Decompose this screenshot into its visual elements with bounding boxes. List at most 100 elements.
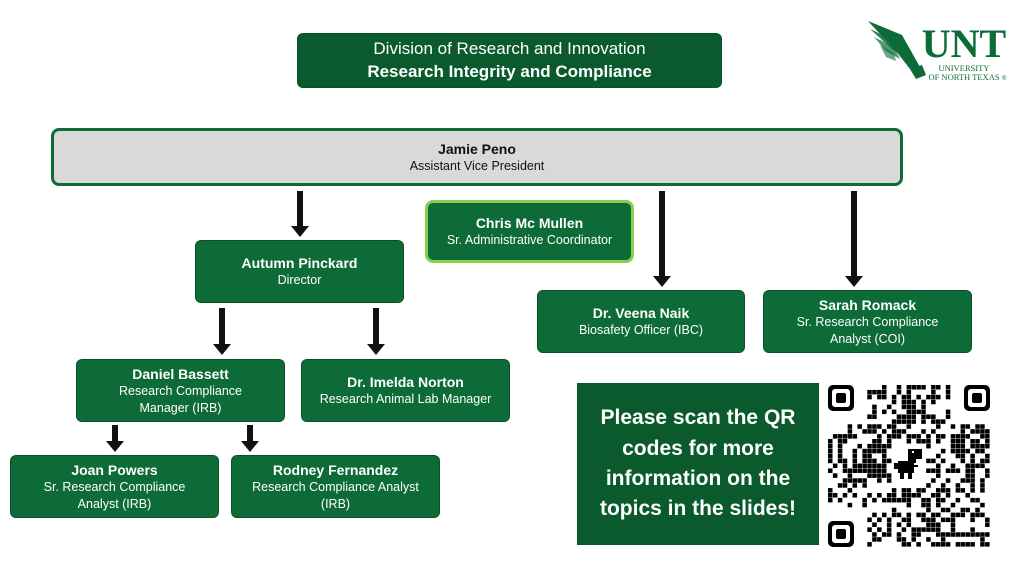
qr-module (852, 478, 858, 483)
qr-module (975, 429, 980, 434)
qr-module (960, 532, 966, 537)
qr-module (886, 473, 892, 478)
qr-module (882, 458, 887, 464)
qr-module (980, 458, 985, 464)
qr-module (901, 399, 907, 405)
qr-module (980, 424, 985, 429)
node-title-line2: Manager (IRB) (139, 400, 222, 415)
qr-module (867, 463, 872, 469)
qr-module (872, 424, 877, 429)
qr-module (940, 458, 946, 464)
qr-module (975, 532, 980, 537)
qr-finder-bottom-left (828, 521, 854, 547)
qr-module (921, 502, 926, 508)
qr-module (926, 537, 931, 542)
qr-module (921, 414, 926, 419)
node-assistant-vice-president: Jamie Peno Assistant Vice President (51, 128, 903, 186)
qr-module (906, 502, 912, 508)
qr-module (965, 507, 970, 513)
qr-module (970, 468, 975, 473)
qr-module (867, 473, 872, 478)
qr-module (931, 517, 936, 523)
qr-module (867, 468, 872, 473)
arrow-to-irb-manager (213, 308, 231, 355)
qr-module (837, 443, 843, 449)
qr-module (891, 394, 897, 400)
qr-module (867, 448, 872, 454)
qr-module (891, 497, 897, 503)
qr-module (975, 443, 980, 449)
qr-module (916, 512, 921, 518)
qr-module (950, 468, 956, 473)
qr-module (936, 394, 941, 400)
qr-module (955, 497, 961, 503)
qr-module (872, 537, 877, 542)
qr-module (945, 409, 951, 415)
qr-module (926, 443, 931, 449)
qr-module (877, 424, 882, 429)
qr-module (940, 483, 946, 488)
qr-module (921, 497, 926, 503)
qr-module (980, 532, 985, 537)
qr-module (911, 399, 916, 405)
qr-message-line: Please scan the QR (600, 406, 796, 430)
node-name: Autumn Pinckard (241, 255, 358, 272)
qr-module (906, 542, 912, 547)
qr-module (872, 532, 877, 537)
qr-module (936, 542, 941, 547)
qr-module (852, 448, 858, 454)
qr-module (970, 473, 975, 478)
qr-module (842, 434, 848, 439)
qr-module (828, 439, 833, 444)
qr-module (945, 478, 951, 483)
qr-module (896, 532, 902, 537)
qr-module (936, 512, 941, 518)
qr-module (921, 488, 926, 493)
qr-module (901, 414, 907, 419)
node-irb-manager: Daniel Bassett Research Compliance Manag… (76, 359, 285, 422)
qr-module (955, 453, 961, 459)
qr-module (847, 502, 853, 508)
qr-module (896, 497, 902, 503)
qr-module (906, 399, 912, 405)
qr-module (970, 478, 975, 483)
qr-module (950, 512, 956, 518)
qr-module (862, 483, 867, 488)
qr-module (970, 483, 975, 488)
qr-module (921, 527, 926, 532)
qr-module (877, 439, 882, 444)
qr-module (832, 463, 838, 469)
qr-module (921, 439, 926, 444)
qr-module (926, 468, 931, 473)
qr-module (906, 493, 912, 498)
qr-module (936, 424, 941, 429)
qr-module (926, 458, 931, 464)
qr-module (886, 439, 892, 444)
qr-module (847, 488, 853, 493)
qr-module (921, 404, 926, 410)
qr-module (960, 488, 966, 493)
qr-module (960, 424, 966, 429)
qr-module (877, 473, 882, 478)
node-director: Autumn Pinckard Director (195, 240, 404, 303)
qr-module (891, 409, 897, 415)
qr-module (901, 429, 907, 434)
qr-module (960, 434, 966, 439)
qr-module (916, 434, 921, 439)
qr-module (975, 507, 980, 513)
node-coi-analyst: Sarah Romack Sr. Research Compliance Ana… (763, 290, 972, 353)
qr-module (867, 424, 872, 429)
qr-module (955, 512, 961, 518)
qr-module (882, 463, 887, 469)
node-title: Sr. Administrative Coordinator (446, 233, 613, 248)
qr-code[interactable] (826, 383, 992, 549)
qr-module (837, 483, 843, 488)
logo-trademark: ® (1002, 75, 1007, 82)
qr-module (857, 478, 862, 483)
qr-module (980, 429, 985, 434)
qr-module (936, 502, 941, 508)
qr-module (931, 419, 936, 424)
qr-module (886, 404, 892, 410)
qr-module (940, 517, 946, 523)
qr-module (955, 443, 961, 449)
